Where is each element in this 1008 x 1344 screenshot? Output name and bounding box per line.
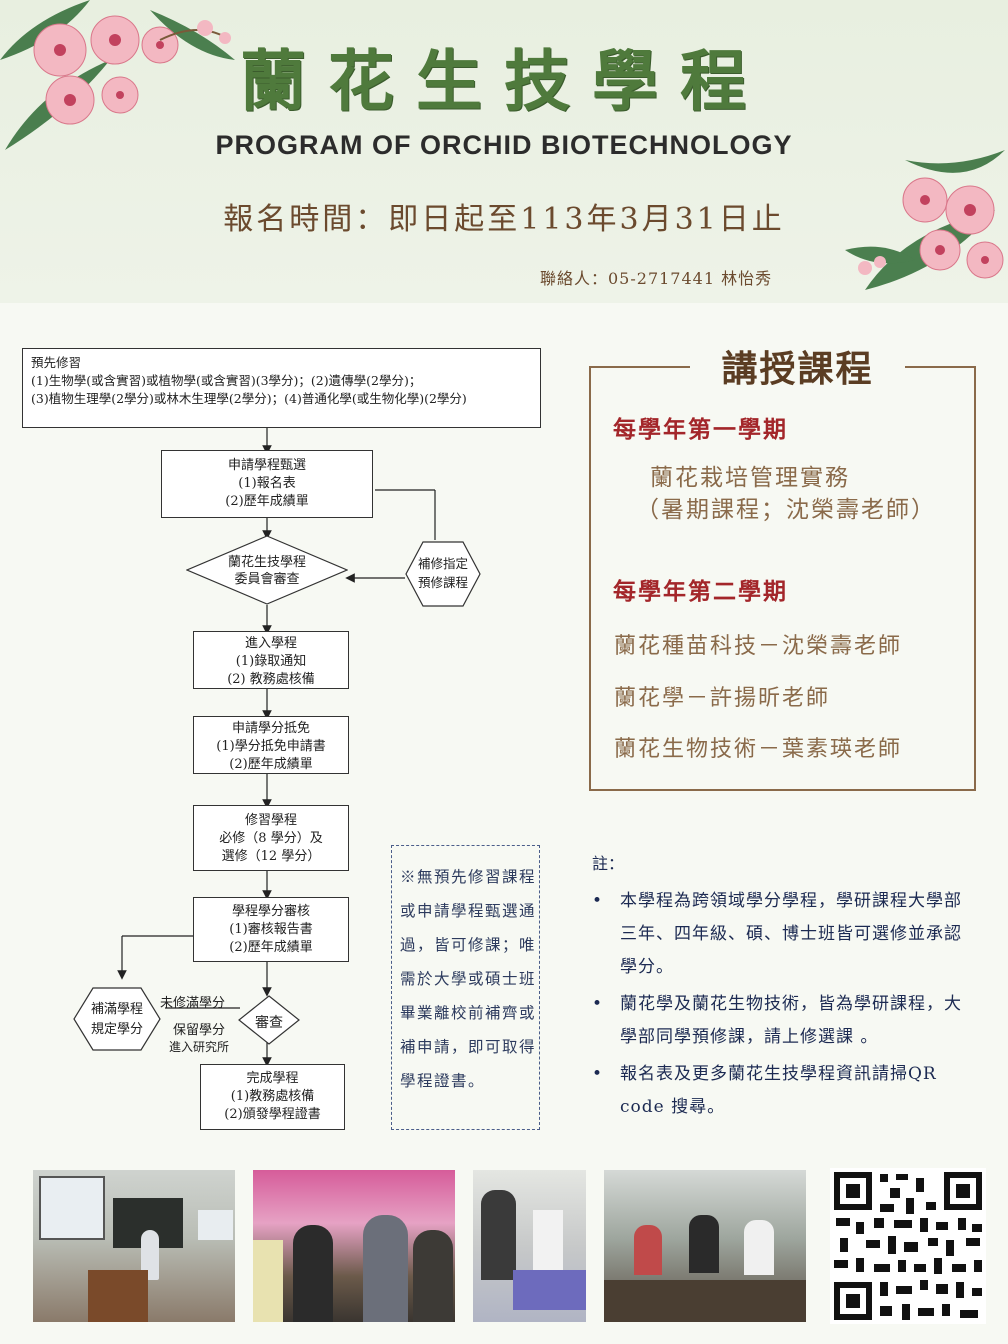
qr-code-icon[interactable] bbox=[830, 1168, 986, 1324]
complete-title: 完成學程 bbox=[246, 1071, 299, 1086]
semester-1-course-note: （暑期課程；沈榮壽老師） bbox=[636, 497, 936, 523]
photo-lecture bbox=[33, 1170, 235, 1322]
study-elective: 選修（12 學分） bbox=[221, 849, 321, 864]
fill-label: 補滿學程 規定學分 bbox=[73, 1000, 161, 1040]
photo-greenhouse bbox=[604, 1170, 806, 1322]
notes-label: 註： bbox=[592, 854, 625, 873]
retain-label: 保留學分 進入研究所 bbox=[163, 1022, 235, 1056]
complete-item-2: (2)頒發學程證書 bbox=[224, 1107, 321, 1122]
notes-list: • 本學程為跨領域學分學程，學研課程大學部三年、四年級、碩、博士班皆可選修並承認… bbox=[592, 885, 977, 1124]
apply-item-2: (2)歷年成績單 bbox=[225, 494, 309, 509]
waiver-title: 申請學分抵免 bbox=[231, 721, 310, 736]
semester-2-course-1: 蘭花種苗科技－沈榮壽老師 bbox=[614, 634, 903, 659]
audit-item-1: (1)審核報告書 bbox=[229, 922, 313, 937]
contact-info: 聯絡人：05-2717441 林怡秀 bbox=[540, 269, 773, 288]
makeup-label: 補修指定 預修課程 bbox=[405, 554, 481, 592]
semester-1-label: 每學年第一學期 bbox=[613, 416, 788, 443]
apply-item-1: (1)報名表 bbox=[238, 476, 296, 491]
course-heading: 講授課程 bbox=[690, 340, 905, 392]
review-line-2: 委員會審查 bbox=[234, 572, 300, 587]
waiver-item-1: (1)學分抵免申請書 bbox=[216, 739, 326, 754]
bullet-icon: • bbox=[592, 891, 604, 911]
apply-box: 申請學程甄選 (1)報名表 (2)歷年成績單 bbox=[161, 450, 373, 518]
bullet-icon: • bbox=[592, 1064, 604, 1084]
side-note-text: ※無預先修習課程或申請學程甄選通過，皆可修課；唯需於大學或碩士班畢業離校前補齊或… bbox=[400, 868, 537, 1090]
photo-lab bbox=[473, 1170, 586, 1322]
review-diamond bbox=[186, 535, 348, 605]
audit-box: 學程學分審核 (1)審核報告書 (2)歷年成績單 bbox=[193, 897, 349, 962]
note-item-text-1: 本學程為跨領域學分學程，學研課程大學部三年、四年級、碩、博士班皆可選修並承認學分… bbox=[620, 891, 962, 977]
enter-item-1: (1)錄取通知 bbox=[235, 654, 307, 669]
semester-2-course-2: 蘭花學－許揚昕老師 bbox=[614, 686, 831, 711]
retain-line-1: 保留學分 bbox=[172, 1023, 225, 1038]
prereq-title: 預先修習 bbox=[31, 355, 82, 370]
note-item: • 報名表及更多蘭花生技學程資訊請掃QR code 搜尋。 bbox=[592, 1058, 977, 1124]
enter-box: 進入學程 (1)錄取通知 (2) 教務處核備 bbox=[193, 631, 349, 689]
page-title: 蘭花生技學程 bbox=[240, 42, 768, 120]
audit-title: 學程學分審核 bbox=[231, 904, 310, 919]
note-item: • 蘭花學及蘭花生物技術，皆為學研課程，大學部同學預修課，請上修選課 。 bbox=[592, 988, 977, 1054]
review-label: 蘭花生技學程 委員會審查 bbox=[200, 554, 334, 588]
enter-item-2: (2) 教務處核備 bbox=[227, 672, 315, 687]
waiver-item-2: (2)歷年成績單 bbox=[229, 757, 313, 772]
fill-hexagon bbox=[73, 987, 161, 1051]
check-diamond bbox=[238, 995, 300, 1045]
orchid-decoration-left bbox=[0, 0, 235, 150]
makeup-line-1: 補修指定 bbox=[417, 556, 468, 571]
audit-item-2: (2)歷年成績單 bbox=[229, 940, 313, 955]
complete-box: 完成學程 (1)教務處核備 (2)頒發學程證書 bbox=[200, 1064, 345, 1130]
fill-line-1: 補滿學程 bbox=[90, 1002, 143, 1017]
study-required: 必修（8 學分）及 bbox=[219, 831, 323, 846]
check-label: 審查 bbox=[255, 1015, 283, 1031]
orchid-decoration-right bbox=[845, 150, 1005, 290]
semester-2-label: 每學年第二學期 bbox=[613, 578, 788, 605]
semester-1-course: 蘭花栽培管理實務 bbox=[650, 465, 850, 491]
enter-title: 進入學程 bbox=[244, 636, 297, 651]
prereq-line-1: (1)生物學(或含實習)或植物學(或含實習)(3學分)；(2)遺傳學(2學分)； bbox=[31, 373, 422, 388]
note-item: • 本學程為跨領域學分學程，學研課程大學部三年、四年級、碩、博士班皆可選修並承認… bbox=[592, 885, 977, 984]
review-line-1: 蘭花生技學程 bbox=[227, 555, 306, 570]
apply-title: 申請學程甄選 bbox=[227, 458, 306, 473]
study-box: 修習學程 必修（8 學分）及 選修（12 學分） bbox=[193, 805, 349, 871]
side-note-box bbox=[391, 845, 540, 1130]
retain-line-2: 進入研究所 bbox=[168, 1040, 229, 1054]
waiver-box: 申請學分抵免 (1)學分抵免申請書 (2)歷年成績單 bbox=[193, 716, 349, 774]
prereq-line-2: (3)植物生理學(2學分)或林木生理學(2學分)；(4)普通化學(或生物化學)(… bbox=[31, 391, 467, 406]
semester-2-course-3: 蘭花生物技術－葉素瑛老師 bbox=[614, 737, 903, 762]
not-enough-label: 未修滿學分 bbox=[160, 996, 226, 1011]
bullet-icon: • bbox=[592, 994, 604, 1014]
makeup-hexagon bbox=[405, 541, 481, 607]
makeup-line-2: 預修課程 bbox=[417, 575, 468, 590]
page-subtitle: PROGRAM OF ORCHID BIOTECHNOLOGY bbox=[215, 130, 793, 160]
study-title: 修習學程 bbox=[244, 813, 297, 828]
note-item-text-3: 報名表及更多蘭花生技學程資訊請掃QR code 搜尋。 bbox=[620, 1064, 937, 1117]
flowchart-connectors bbox=[117, 428, 436, 1067]
photo-orchid-exhibition bbox=[253, 1170, 455, 1322]
prereq-box: 預先修習 (1)生物學(或含實習)或植物學(或含實習)(3學分)；(2)遺傳學(… bbox=[22, 348, 541, 428]
complete-item-1: (1)教務處核備 bbox=[230, 1089, 315, 1104]
registration-period: 報名時間：即日起至113年3月31日止 bbox=[223, 202, 785, 237]
fill-line-2: 規定學分 bbox=[90, 1022, 143, 1037]
note-item-text-2: 蘭花學及蘭花生物技術，皆為學研課程，大學部同學預修課，請上修選課 。 bbox=[620, 994, 962, 1047]
header-banner bbox=[0, 0, 1008, 303]
